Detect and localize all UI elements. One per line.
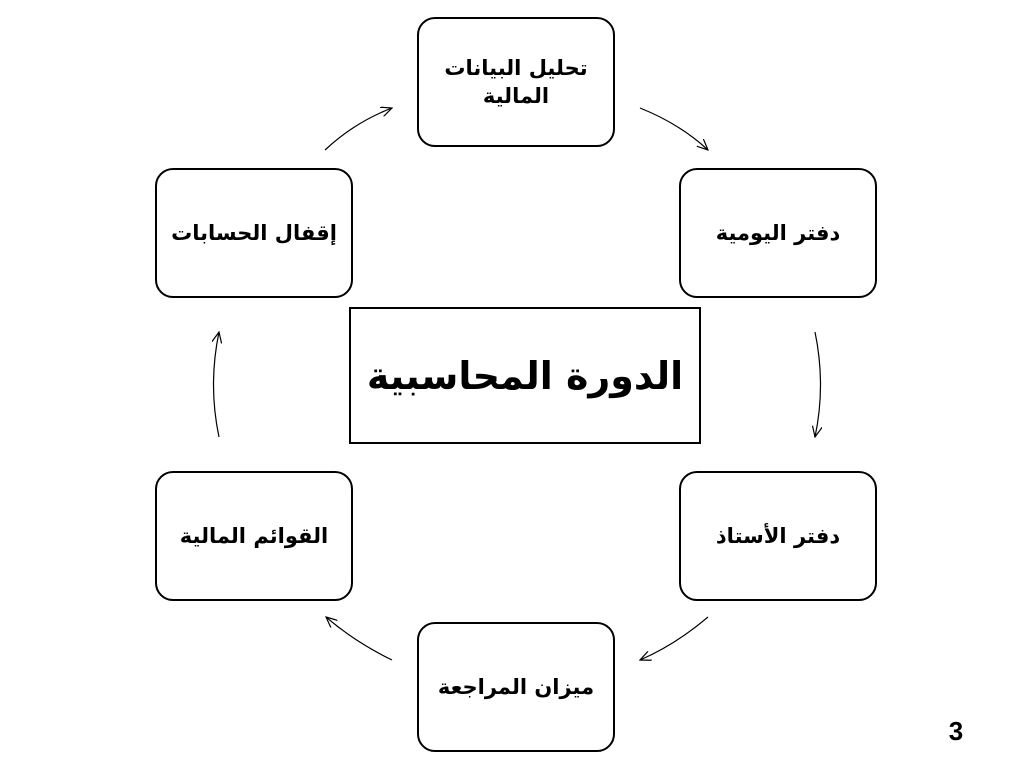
step-label: القوائم المالية	[179, 523, 329, 548]
center-title: الدورة المحاسبية	[366, 353, 684, 398]
step-label: تحليل البيانات المالية	[444, 55, 588, 108]
step-financial-data-analysis: تحليل البيانات المالية	[417, 17, 615, 147]
arrow-statements-to-closing	[214, 332, 220, 438]
step-financial-statements: القوائم المالية	[155, 471, 353, 601]
arrow-trial-balance-to-statements	[326, 617, 393, 661]
step-label: إقفال الحسابات	[171, 220, 337, 245]
page-number: 3	[948, 716, 964, 746]
arrow-journal-to-ledger	[815, 331, 821, 437]
center-title-box: الدورة المحاسبية	[349, 307, 701, 444]
arrow-ledger-to-trial-balance	[640, 616, 709, 660]
step-label: دفتر الأستاذ	[715, 523, 841, 548]
step-journal: دفتر اليومية	[679, 168, 877, 298]
step-ledger: دفتر الأستاذ	[679, 471, 877, 601]
arrow-analysis-to-journal	[639, 107, 708, 150]
step-label: دفتر اليومية	[715, 220, 841, 245]
step-closing-accounts: إقفال الحسابات	[155, 168, 353, 298]
step-label: ميزان المراجعة	[437, 674, 595, 699]
arrow-closing-to-analysis	[324, 108, 392, 151]
step-trial-balance: ميزان المراجعة	[417, 622, 615, 752]
